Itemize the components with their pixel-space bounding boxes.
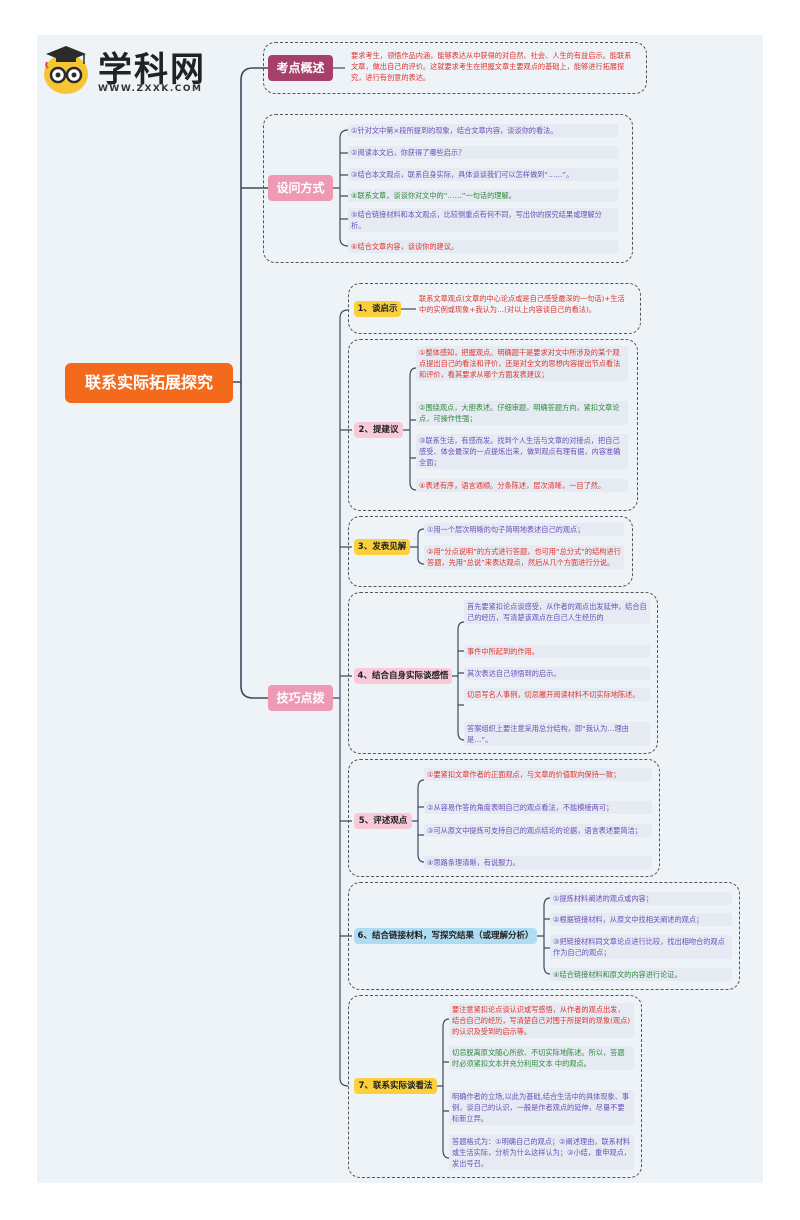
group-4-item-1: 首先要紧扣论点谈感受，从作者的观点出发延伸，结合自己的经历，写清楚该观点在自己人…	[464, 600, 650, 624]
overview-node: 考点概述	[268, 55, 333, 81]
group-5-item-4: ④思路条理清晰，有说服力。	[424, 856, 652, 869]
group-2-item-3: ③联系生活，有感而发。找到个人生活与文章的对接点，把自己感受、体会最深的一点提炼…	[416, 434, 628, 469]
question-item-3: ③结合本文观点，联系自身实际，具体谈谈我们可以怎样做到“……”。	[348, 168, 618, 181]
group-4-item-5: 答案组织上要注意采用总分结构，即“我认为…理由是…”。	[464, 722, 650, 746]
group-5-item-1: ①要紧扣文章作者的正面观点，与文章的价值取向保持一致；	[424, 768, 652, 781]
overview-text: 要求考生，领悟作品内涵，能够表达从中获得的对自然、社会、人生的有益启示。能联系文…	[351, 51, 632, 82]
group-6-item-1: ①提炼材料阐述的观点或内容；	[550, 892, 732, 905]
group-7-item-3: 明确作者的立场,以此为基础,结合生活中的具体现象、事例，谈自己的认识，一般是作者…	[449, 1090, 634, 1125]
group-6-item-3: ③把链接材料同文章论点进行比较，找出相吻合的观点作为自己的观点；	[550, 935, 732, 959]
group-4-frame	[348, 592, 658, 754]
mascot-icon	[44, 46, 88, 94]
group-2-frame	[348, 339, 638, 511]
group-7-item-2: 切忌脱离原文随心所欲、不切实际地陈述。所以，答题时必须紧扣文本并充分利用文本 中…	[449, 1046, 634, 1070]
group-7-item-4: 答题格式为：①明确自己的观点；②阐述理由，联系材料或生活实际，分析为什么这样认为…	[449, 1135, 634, 1170]
group-5-node: 5、评述观点	[354, 813, 412, 829]
question-item-5: ⑤结合链接材料和本文观点，比较侧重点有何不同，写出你的探究结果或理解分析。	[348, 208, 618, 232]
group-4-item-4: 切忌写名人事例，切忌撇开阅读材料不切实际地陈述。	[464, 688, 650, 701]
overview-frame	[263, 42, 647, 94]
group-4-item-2: 事件中所起到的作用。	[464, 645, 650, 658]
group-3-item-2: ②用“分点说明”的方式进行答题，也可用“总分式”的结构进行答题，先用“总说”来表…	[424, 545, 624, 569]
group-7-node: 7、联系实际谈看法	[354, 1078, 437, 1094]
questions-frame	[263, 114, 633, 263]
group-4-node: 4、结合自身实际谈感悟	[354, 668, 452, 684]
question-item-4: ④联系文章，谈谈你对文中的“……”一句话的理解。	[348, 189, 618, 202]
group-3-item-1: ①用一个层次明晰的句子简明地表述自己的观点；	[424, 523, 624, 536]
group-1-node: 1、谈启示	[354, 301, 401, 317]
question-item-2: ②阅读本文后，你获得了哪些启示？	[348, 146, 618, 159]
group-1-frame	[348, 283, 641, 334]
group-5-item-3: ③可从原文中提炼可支持自己的观点结论的论据，语言表述要简洁；	[424, 824, 652, 837]
group-7-item-1: 要注意紧扣论点谈认识或写感悟，从作者的观点出发，结合自己的经历，写清楚自己对围于…	[449, 1003, 634, 1038]
group-4-item-3: 其次表达自己领悟到的启示。	[464, 667, 650, 680]
logo-name: 学科网	[98, 50, 206, 90]
group-3-node: 3、发表见解	[354, 539, 410, 555]
group-3-frame	[348, 516, 633, 587]
group-2-item-1: ①整体感知，把握观点。明确题干是要求对文中所涉及的某个观点提出自己的看法和评价，…	[416, 346, 628, 381]
questions-node: 设问方式	[268, 175, 333, 201]
group-1-item-1: 联系文章观点(文章的中心论点或是自己感受最深的一句话)+生活中的实例或现象+我认…	[419, 294, 625, 314]
question-item-6: ⑥结合文章内容，谈谈你的建议。	[348, 240, 618, 253]
logo-url: WWW.ZXXK.COM	[98, 84, 203, 94]
group-6-frame	[348, 882, 740, 990]
group-7-frame	[348, 995, 642, 1178]
group-6-item-4: ④结合链接材料和原文的内容进行论证。	[550, 968, 732, 981]
group-2-item-2: ②围绕观点，大胆表述。仔细审题，明确答题方向，紧扣文章论点，可操作性强；	[416, 401, 628, 425]
group-2-item-4: ④表述有序，语言通顺。分条陈述，层次清晰，一目了然。	[416, 479, 628, 492]
group-2-node: 2、提建议	[354, 422, 403, 438]
root-node: 联系实际拓展探究	[65, 363, 233, 403]
question-item-1: ①针对文中第×段所提到的现象，结合文章内容，谈谈你的看法。	[348, 124, 618, 137]
group-5-item-2: ②从容易作答的角度表明自己的观点看法，不能模棱两可；	[424, 801, 652, 814]
group-6-item-2: ②根据链接材料，从原文中找相关阐述的观点；	[550, 913, 732, 926]
group-5-frame	[348, 759, 660, 877]
group-6-node: 6、结合链接材料，写探究结果（或理解分析）	[354, 928, 537, 944]
skills-node: 技巧点拨	[268, 685, 333, 711]
logo: 学科网 WWW.ZXXK.COM	[40, 40, 220, 100]
